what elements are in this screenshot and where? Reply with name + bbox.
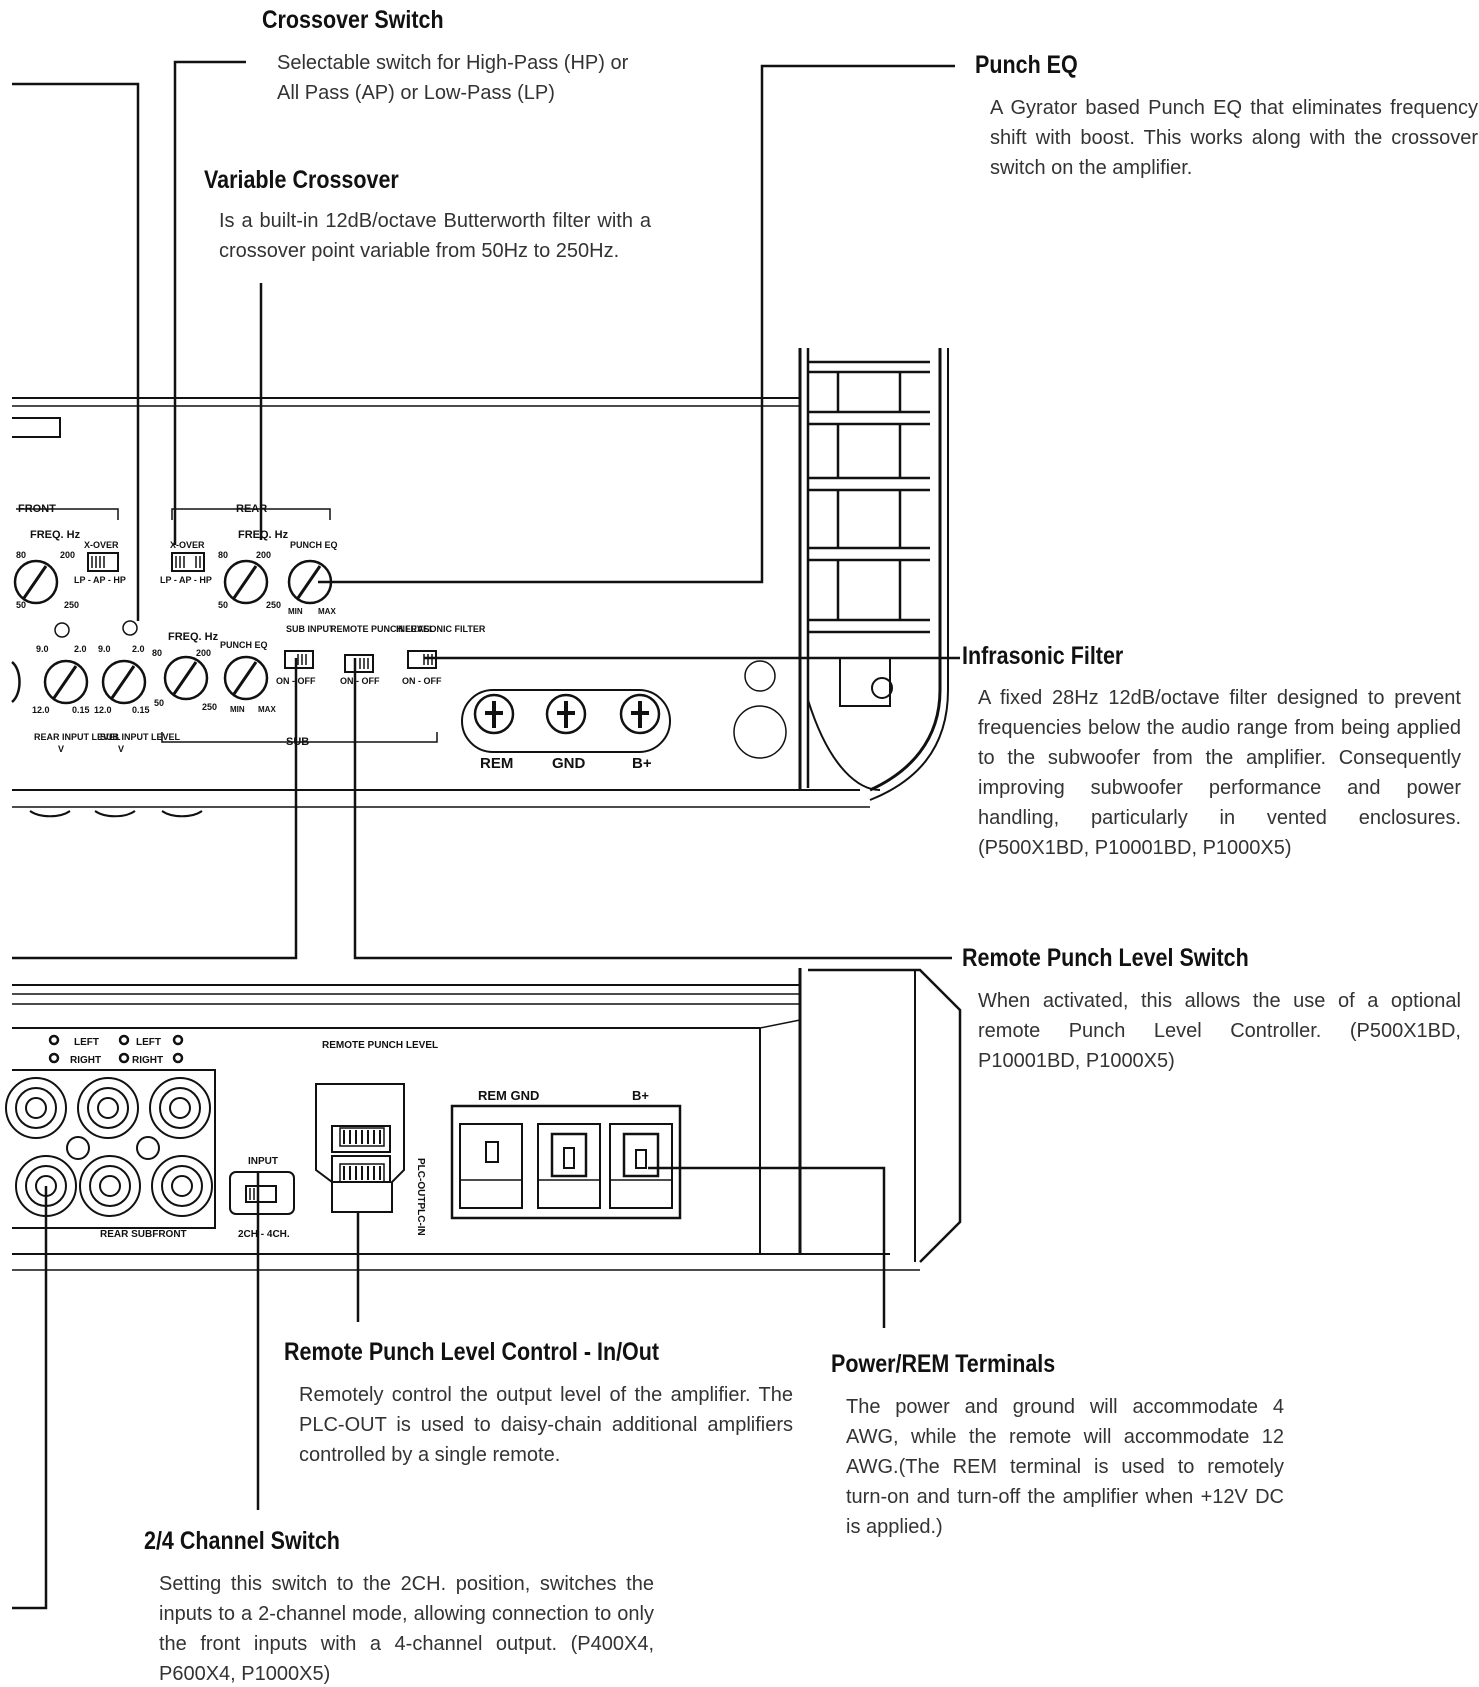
label-f200-front: 200	[60, 550, 75, 560]
leader-line-sub-input	[12, 658, 298, 960]
label-gnd-terminal: GND	[552, 755, 586, 772]
crossover-switch-body: Selectable switch for High-Pass (HP) or …	[277, 52, 629, 104]
leader-line-punch-eq	[318, 64, 955, 584]
label-2ch-4ch: 2CH - 4CH.	[238, 1229, 290, 1240]
label-lp-ap-hp-front: LP - AP - HP	[74, 575, 126, 585]
label-f50-sub: 50	[154, 698, 164, 708]
label-punch-eq-rear: PUNCH EQ	[290, 540, 338, 550]
label-input: INPUT	[248, 1156, 278, 1167]
leader-line-left-bottom	[12, 1186, 48, 1610]
label-lp-ap-hp-rear: LP - AP - HP	[160, 575, 212, 585]
punch-eq-title: Punch EQ	[975, 51, 1078, 79]
label-remote-punch-level: REMOTE PUNCH LEVEL	[330, 624, 435, 634]
label-f250-sub: 250	[202, 702, 217, 712]
infrasonic-filter-title: Infrasonic Filter	[962, 642, 1124, 670]
label-on-off-1: ON - OFF	[276, 676, 316, 686]
power-rem-terminals-body: The power and ground will accommodate 4 …	[846, 1396, 1284, 1538]
label-f80-front: 80	[16, 550, 26, 560]
infrasonic-filter-body: A fixed 28Hz 12dB/octave filter designed…	[978, 687, 1461, 859]
label-freq-front: FREQ. Hz	[30, 529, 81, 541]
label-rear-input-level: REAR INPUT LEVEL	[34, 732, 121, 742]
label-rear-sub-front: REAR SUBFRONT	[100, 1229, 187, 1240]
label-f50-front: 50	[16, 600, 26, 610]
label-right-2: RIGHT	[132, 1055, 163, 1066]
label-v120-rear: 12.0	[32, 705, 50, 715]
label-v015-sub: 0.15	[132, 705, 150, 715]
label-f200-rear: 200	[256, 550, 271, 560]
label-punch-eq-sub: PUNCH EQ	[220, 640, 268, 650]
label-volt-sub: V	[118, 744, 124, 754]
leader-line-remote-switch	[353, 658, 952, 960]
power-rem-terminals-title: Power/REM Terminals	[831, 1350, 1056, 1378]
label-rem-terminal: REM	[480, 755, 513, 772]
punch-eq-body: A Gyrator based Punch EQ that eliminates…	[990, 97, 1478, 179]
label-v20-sub: 2.0	[132, 644, 145, 654]
label-on-off-3: ON - OFF	[402, 676, 442, 686]
label-left-1: LEFT	[74, 1037, 99, 1048]
label-rem-gnd: REM GND	[478, 1088, 539, 1103]
label-xover-front: X-OVER	[84, 540, 119, 550]
label-left-2: LEFT	[136, 1037, 161, 1048]
label-freq-rear: FREQ. Hz	[238, 529, 289, 541]
label-sub: SUB	[286, 736, 309, 748]
label-v90-rear: 9.0	[36, 644, 49, 654]
label-f250-rear: 250	[266, 600, 281, 610]
label-f80-sub: 80	[152, 648, 162, 658]
label-v20-rear: 2.0	[74, 644, 87, 654]
label-min-1: MIN	[288, 607, 303, 616]
label-rear: REAR	[236, 503, 267, 515]
label-v90-sub: 9.0	[98, 644, 111, 654]
label-bplus-terminal: B+	[632, 755, 652, 772]
label-sub-input-level: SUB INPUT LEVEL	[100, 732, 181, 742]
variable-crossover-title: Variable Crossover	[204, 166, 399, 194]
label-right-1: RIGHT	[70, 1055, 101, 1066]
label-f200-sub: 200	[196, 648, 211, 658]
label-on-off-2: ON - OFF	[340, 676, 380, 686]
channel-switch-title: 2/4 Channel Switch	[144, 1527, 340, 1555]
label-remote-punch-level-back: REMOTE PUNCH LEVEL	[322, 1040, 438, 1051]
label-bplus-back: B+	[632, 1088, 649, 1103]
remote-punch-level-control-body: Remotely control the output level of the…	[299, 1384, 793, 1466]
label-volt-rear: V	[58, 744, 64, 754]
leader-line-left	[12, 82, 140, 621]
remote-punch-level-switch-body: When activated, this allows the use of a…	[978, 990, 1461, 1072]
channel-switch-body: Setting this switch to the 2CH. position…	[159, 1573, 654, 1685]
label-max-2: MAX	[258, 705, 276, 714]
label-freq-sub: FREQ. Hz	[168, 631, 219, 643]
leader-line-power-terminals	[648, 1166, 886, 1328]
label-f80-rear: 80	[218, 550, 228, 560]
label-infrasonic-filter: INFRASONIC FILTER	[396, 624, 486, 634]
label-v120-sub: 12.0	[94, 705, 112, 715]
label-min-2: MIN	[230, 705, 245, 714]
remote-punch-level-switch-title: Remote Punch Level Switch	[962, 944, 1249, 972]
label-sub-input: SUB INPUT	[286, 624, 335, 634]
label-f250-front: 250	[64, 600, 79, 610]
label-f50-rear: 50	[218, 600, 228, 610]
label-front: FRONT	[18, 503, 56, 515]
crossover-switch-title: Crossover Switch	[262, 6, 444, 34]
label-max-1: MAX	[318, 607, 336, 616]
label-v015-rear: 0.15	[72, 705, 90, 715]
variable-crossover-body: Is a built-in 12dB/octave Butterworth fi…	[219, 210, 651, 262]
label-plc-vertical: PLC-OUTPLC-IN	[415, 1158, 426, 1236]
leader-line-crossover-switch	[173, 60, 246, 545]
remote-punch-level-control-title: Remote Punch Level Control - In/Out	[284, 1338, 660, 1366]
label-xover-rear: X-OVER	[170, 540, 205, 550]
